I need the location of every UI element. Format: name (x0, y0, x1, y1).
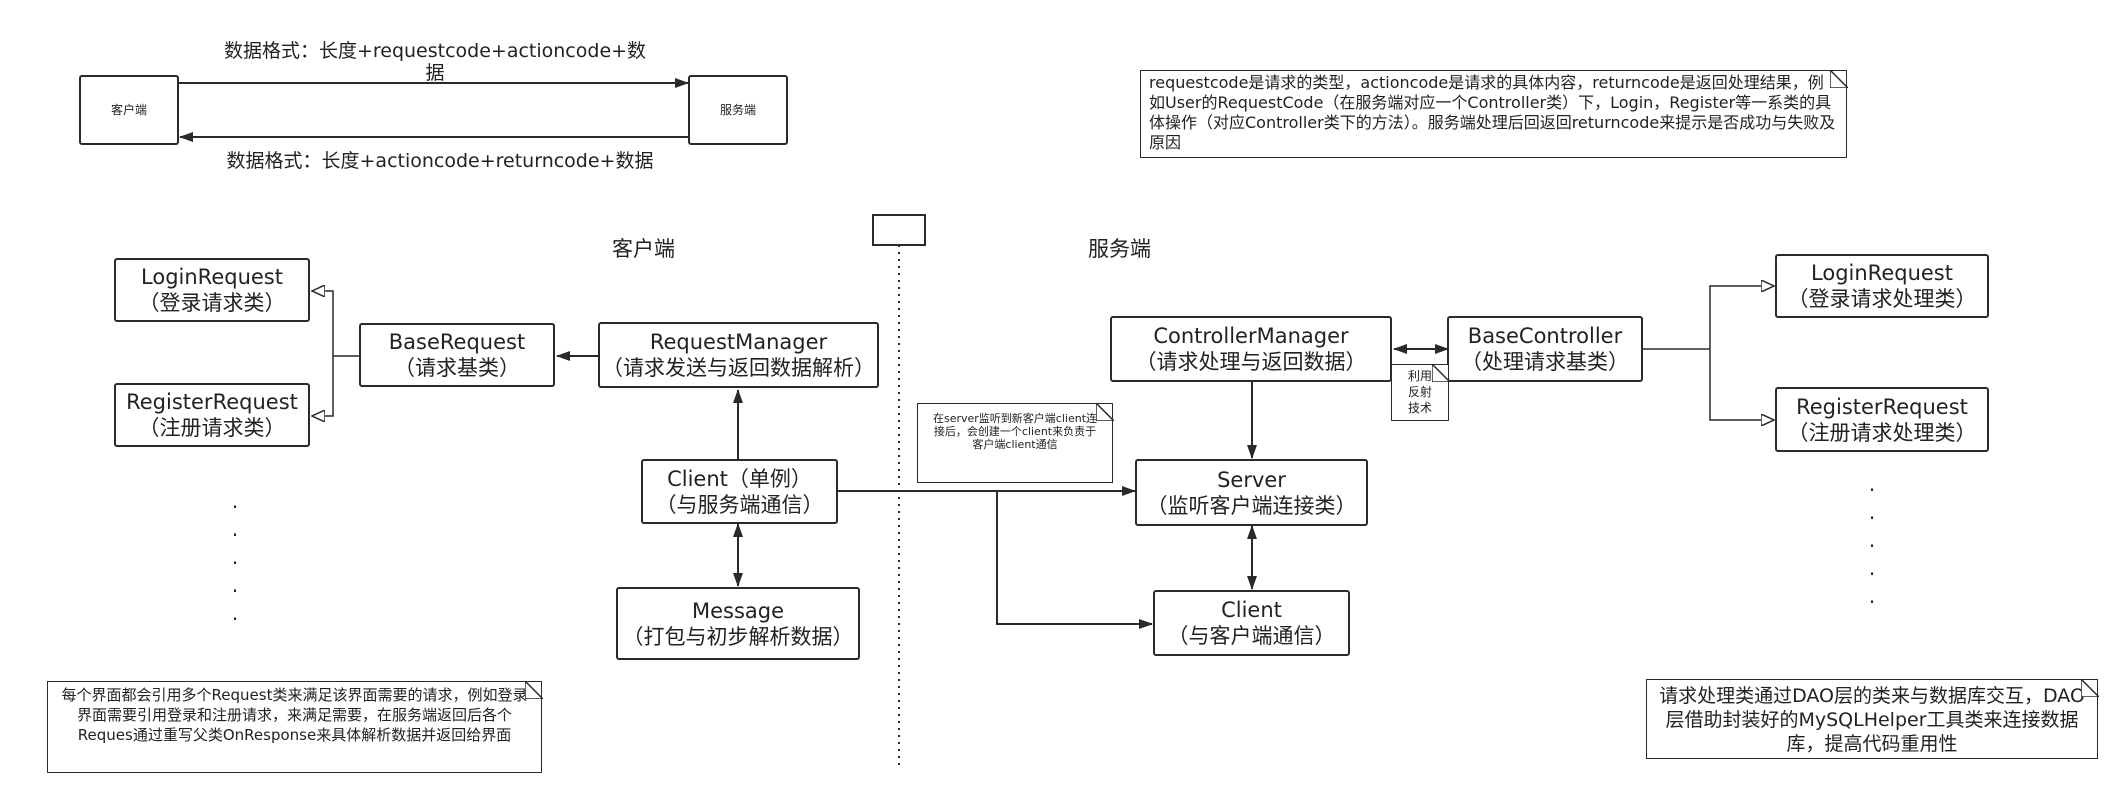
base-controller-name: BaseController (1467, 324, 1623, 348)
inherit-login-line (312, 291, 334, 356)
server-client-box: Client （与客户端通信） (1153, 590, 1350, 656)
top-client-box: 客户端 (79, 75, 179, 145)
client-singleton-name: Client（单例） (667, 466, 812, 491)
client-requests-note: 每个界面都会引用多个Request类来满足该界面需要的请求，例如登录界面需要引用… (47, 680, 543, 773)
message-name: Message (691, 598, 785, 623)
register-handler-desc: （注册请求处理类） (1787, 420, 1977, 445)
request-manager-box: RequestManager （请求发送与返回数据解析） (598, 322, 879, 388)
request-manager-name: RequestManager (649, 330, 828, 354)
codes-note-text: requestcode是请求的类型，actioncode是请求的具体内容，ret… (1149, 73, 1836, 152)
client-section-title: 客户端 (612, 237, 675, 261)
server-listen-note: 在server监听到新客户端client连接后，会创建一个client来负责于客… (917, 402, 1114, 483)
register-request-box: RegisterRequest （注册请求类） (114, 383, 310, 447)
request-format-label: 数据格式：长度+requestcode+actioncode+数据 (223, 40, 647, 84)
top-server-box: 服务端 (688, 75, 788, 145)
server-more-dots: . . . . . (1868, 472, 1876, 608)
register-request-name: RegisterRequest (126, 390, 298, 414)
divider-head (872, 214, 926, 246)
inherit-login-handler-line (1709, 286, 1774, 349)
inherit-register-handler-line (1709, 349, 1774, 420)
server-box: Server （监听客户端连接类） (1135, 459, 1368, 526)
server-desc: （监听客户端连接类） (1146, 493, 1357, 518)
server-name: Server (1217, 467, 1286, 492)
message-box: Message （打包与初步解析数据） (616, 587, 860, 660)
client-requests-note-text: 每个界面都会引用多个Request类来满足该界面需要的请求，例如登录界面需要引用… (61, 686, 528, 744)
controller-manager-box: ControllerManager （请求处理与返回数据） (1110, 316, 1392, 382)
dao-note: 请求处理类通过DAO层的类来与数据库交互，DAO层借助封装好的MySQLHelp… (1646, 678, 2099, 759)
base-controller-desc: （处理请求基类） (1461, 350, 1629, 374)
message-desc: （打包与初步解析数据） (622, 624, 854, 649)
response-format-label: 数据格式：长度+actioncode+returncode+数据 (226, 150, 654, 172)
register-handler-name: RegisterRequest (1796, 394, 1968, 419)
note-fold-icon (1829, 69, 1848, 88)
inherit-register-line (312, 356, 334, 416)
server-spawn-client-arrow (996, 491, 1153, 629)
note-fold-icon (1095, 402, 1114, 421)
codes-note: requestcode是请求的类型，actioncode是请求的具体内容，ret… (1140, 69, 1848, 158)
login-request-desc: （登录请求类） (138, 291, 286, 315)
note-fold-icon (1431, 363, 1450, 382)
dao-note-text: 请求处理类通过DAO层的类来与数据库交互，DAO层借助封装好的MySQLHelp… (1659, 685, 2085, 755)
login-request-name: LoginRequest (141, 265, 283, 289)
top-server-label: 服务端 (719, 103, 756, 117)
base-request-name: BaseRequest (388, 330, 526, 354)
login-handler-desc: （登录请求处理类） (1787, 287, 1977, 311)
login-handler-box: LoginRequest （登录请求处理类） (1775, 254, 1989, 318)
reflection-note: 利用反射技术 (1391, 363, 1450, 421)
base-request-desc: （请求基类） (394, 356, 520, 380)
controller-manager-name: ControllerManager (1153, 324, 1349, 348)
server-client-desc: （与客户端通信） (1167, 624, 1336, 648)
base-request-box: BaseRequest （请求基类） (359, 323, 555, 387)
top-client-label: 客户端 (110, 103, 147, 117)
note-fold-icon (2080, 678, 2099, 697)
base-controller-box: BaseController （处理请求基类） (1447, 316, 1643, 382)
reflection-note-text: 利用反射技术 (1407, 369, 1432, 415)
client-singleton-box: Client（单例） （与服务端通信） (641, 459, 838, 524)
login-handler-name: LoginRequest (1811, 261, 1953, 285)
request-manager-desc: （请求发送与返回数据解析） (602, 356, 875, 380)
server-client-name: Client (1221, 598, 1282, 622)
server-section-title: 服务端 (1088, 237, 1151, 261)
controller-manager-desc: （请求处理与返回数据） (1135, 350, 1367, 374)
client-more-dots: . . . . . (231, 489, 239, 625)
login-request-box: LoginRequest （登录请求类） (114, 258, 310, 322)
register-request-desc: （注册请求类） (138, 416, 286, 440)
register-handler-box: RegisterRequest （注册请求处理类） (1775, 387, 1989, 452)
server-listen-note-text: 在server监听到新客户端client连接后，会创建一个client来负责于客… (932, 412, 1098, 451)
note-fold-icon (524, 680, 543, 699)
client-singleton-desc: （与服务端通信） (655, 492, 824, 517)
